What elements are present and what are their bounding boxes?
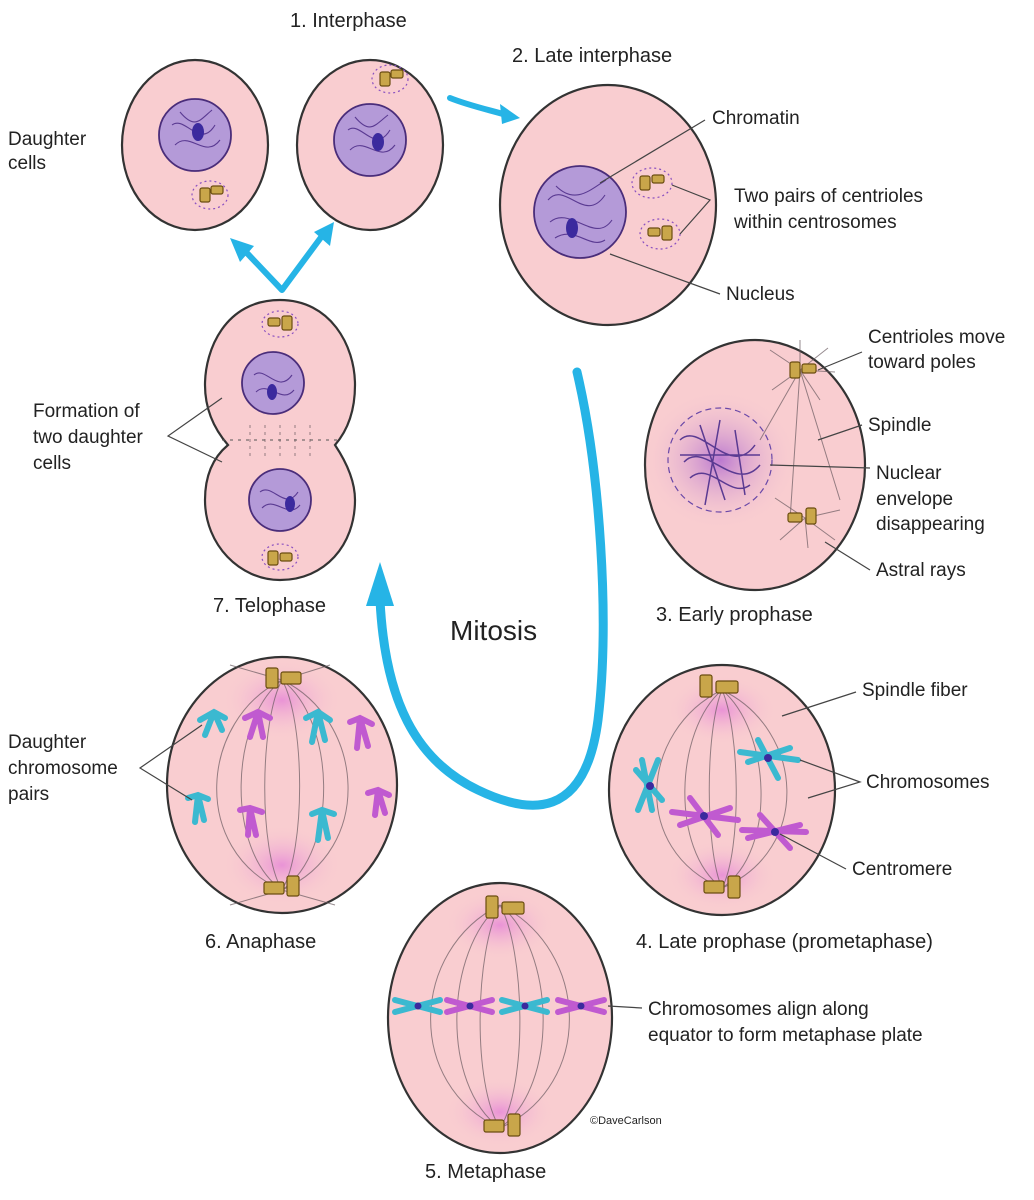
leader-chromosomes xyxy=(799,759,862,799)
label-centriole-pairs-2: within centrosomes xyxy=(733,212,897,233)
late-prophase-cell xyxy=(607,663,837,917)
label-chromatin: Chromatin xyxy=(712,108,800,129)
label-formation-1: Formation of xyxy=(33,401,140,422)
daughter-cell-left xyxy=(120,58,270,232)
label-formation-3: cells xyxy=(33,453,71,474)
leader-astral-rays xyxy=(824,541,871,571)
label-daughter-pairs-3: pairs xyxy=(8,784,49,805)
stage-label-metaphase: 5. Metaphase xyxy=(425,1161,546,1183)
mitosis-arrow-head xyxy=(366,562,394,606)
leader-daughter-pairs xyxy=(138,724,203,801)
leader-formation xyxy=(166,397,223,463)
label-chromosomes: Chromosomes xyxy=(866,772,990,793)
leader-nuclear-envelope xyxy=(769,464,871,469)
stage-label-interphase: 1. Interphase xyxy=(290,10,407,32)
label-metaphase-plate-2: equator to form metaphase plate xyxy=(648,1025,923,1046)
label-daughter-cells-1: Daughter xyxy=(8,129,87,150)
label-centrioles-move-1: Centrioles move xyxy=(868,327,1005,348)
label-daughter-pairs-2: chromosome xyxy=(8,758,118,779)
metaphase-cell xyxy=(386,881,614,1155)
label-spindle: Spindle xyxy=(868,415,931,436)
label-nucleus: Nucleus xyxy=(726,284,795,305)
label-centrioles-move-2: toward poles xyxy=(868,352,976,373)
telophase-split-arrow xyxy=(243,233,325,293)
label-daughter-cells-2: cells xyxy=(8,153,46,174)
stage-label-telophase: 7. Telophase xyxy=(213,595,326,617)
label-nuclear-envelope-1: Nuclear xyxy=(876,463,942,484)
label-nuclear-envelope-3: disappearing xyxy=(876,514,985,535)
stage-label-late-prophase: 4. Late prophase (prometaphase) xyxy=(636,931,933,953)
interphase-arrow-head xyxy=(500,104,520,124)
leader-spindle-fiber xyxy=(781,691,857,717)
leader-nucleus xyxy=(609,253,721,295)
leader-spindle xyxy=(817,424,863,441)
early-prophase-aster-bottom xyxy=(774,497,841,549)
split-arrow-head-left xyxy=(230,238,254,262)
label-nuclear-envelope-2: envelope xyxy=(876,489,953,510)
leader-centrioles xyxy=(671,184,712,235)
leader-chromatin xyxy=(599,119,706,184)
label-daughter-pairs-1: Daughter xyxy=(8,732,87,753)
late-interphase-cell xyxy=(498,83,718,327)
label-formation-2: two daughter xyxy=(33,427,144,448)
mitosis-label: Mitosis xyxy=(450,615,537,646)
label-astral-rays: Astral rays xyxy=(876,560,966,581)
early-prophase-aster-top xyxy=(759,340,841,521)
split-arrow-head-right xyxy=(314,222,334,246)
leader-centromere xyxy=(779,833,847,870)
stage-label-anaphase: 6. Anaphase xyxy=(205,931,316,953)
leader-centrioles-move xyxy=(817,351,863,371)
label-centriole-pairs-1: Two pairs of centrioles xyxy=(734,186,923,207)
copyright-label: ©DaveCarlson xyxy=(590,1115,662,1127)
label-centromere: Centromere xyxy=(852,859,952,880)
stage-label-early-prophase: 3. Early prophase xyxy=(656,604,813,626)
daughter-cell-right xyxy=(295,58,445,232)
label-metaphase-plate-1: Chromosomes align along xyxy=(648,999,869,1020)
leader-metaphase-plate xyxy=(607,1005,643,1009)
mitosis-cycle-arrow xyxy=(375,367,608,810)
stage-label-late-interphase: 2. Late interphase xyxy=(512,45,672,67)
anaphase-cell xyxy=(165,655,399,915)
telophase-cell xyxy=(203,298,357,582)
early-prophase-cell xyxy=(642,338,867,592)
label-spindle-fiber: Spindle fiber xyxy=(862,680,968,701)
